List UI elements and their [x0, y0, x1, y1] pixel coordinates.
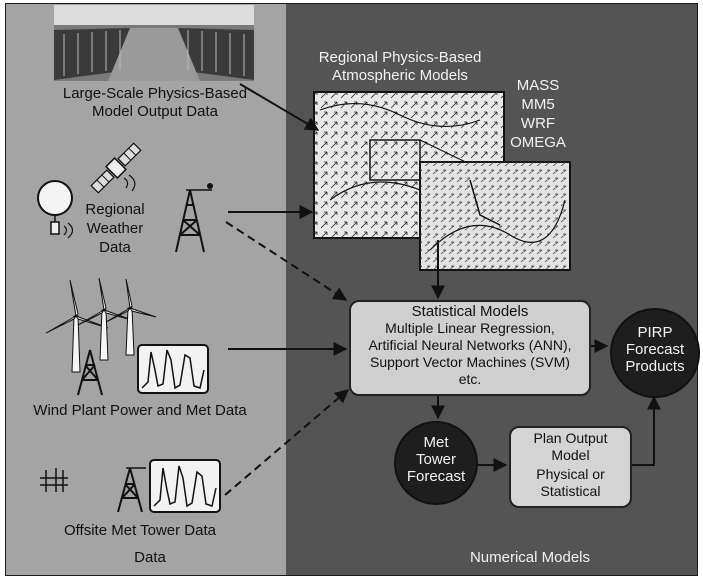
plan-box-line-3: Physical or — [536, 466, 605, 482]
numerical-models-footer: Numerical Models — [469, 549, 591, 566]
pirp-circle-line-1: PIRP — [637, 324, 673, 341]
statistical-models-title: Statistical Models — [411, 303, 529, 320]
weather-balloon-icon — [37, 180, 74, 239]
plan-box-line-1: Plan Output — [533, 430, 608, 446]
pirp-circle-line-3: Products — [625, 358, 685, 375]
offsite-met-tower-icon — [117, 467, 146, 513]
regional-weather-label-line-2: Weather — [86, 220, 144, 237]
plan-box-line-2: Model — [551, 447, 590, 463]
power-chart-thumbnail — [137, 344, 209, 394]
wind-plant-label: Wind Plant Power and Met Data — [33, 402, 247, 419]
regional-weather-label-line-3: Data — [99, 239, 131, 256]
model-name-mm5: MM5 — [521, 96, 555, 113]
model-name-wrf: WRF — [520, 115, 556, 132]
large-scale-label-line-2: Model Output Data — [92, 103, 218, 120]
regional-weather-label-line-1: Regional — [85, 201, 145, 218]
offsite-chart-thumbnail — [149, 459, 221, 513]
statistical-models-line-3: Artificial Neural Networks (ANN), — [368, 337, 572, 353]
pirp-circle-line-2: Forecast — [625, 341, 685, 358]
met-circle-line-1: Met — [423, 434, 449, 451]
offsite-met-tower-label: Offsite Met Tower Data — [63, 522, 216, 539]
statistical-models-line-5: etc. — [458, 371, 482, 387]
data-panel-footer: Data — [134, 549, 166, 566]
connector-arrows — [224, 83, 661, 496]
pirp-forecast-products-circle — [610, 308, 700, 398]
satellite-icon — [90, 142, 142, 194]
data-center-image — [54, 5, 254, 81]
met-circle-line-3: Forecast — [406, 468, 466, 485]
statistical-models-line-4: Support Vector Machines (SVM) — [370, 354, 570, 370]
met-tower-forecast-circle — [394, 421, 478, 505]
large-scale-label-line-1: Large-Scale Physics-Based — [62, 85, 248, 102]
regional-model-zoom-map — [419, 161, 571, 271]
plan-box-line-4: Statistical — [540, 483, 601, 499]
plant-met-tower-icon — [77, 349, 103, 396]
model-name-omega: OMEGA — [510, 134, 566, 151]
plan-output-model-box — [509, 426, 632, 508]
transmission-line-icon — [40, 468, 68, 492]
met-tower-icon — [175, 183, 213, 253]
statistical-models-box — [349, 300, 591, 396]
statistical-models-line-2: Multiple Linear Regression, — [385, 320, 555, 336]
wind-turbines-icon — [45, 277, 157, 373]
met-circle-line-2: Tower — [415, 451, 456, 468]
regional-models-label-line-2: Atmospheric Models — [332, 67, 468, 84]
data-panel — [6, 4, 286, 575]
frame-border — [5, 3, 698, 576]
model-name-mass: MASS — [516, 77, 560, 94]
regional-models-label-line-1: Regional Physics-Based — [318, 49, 482, 66]
